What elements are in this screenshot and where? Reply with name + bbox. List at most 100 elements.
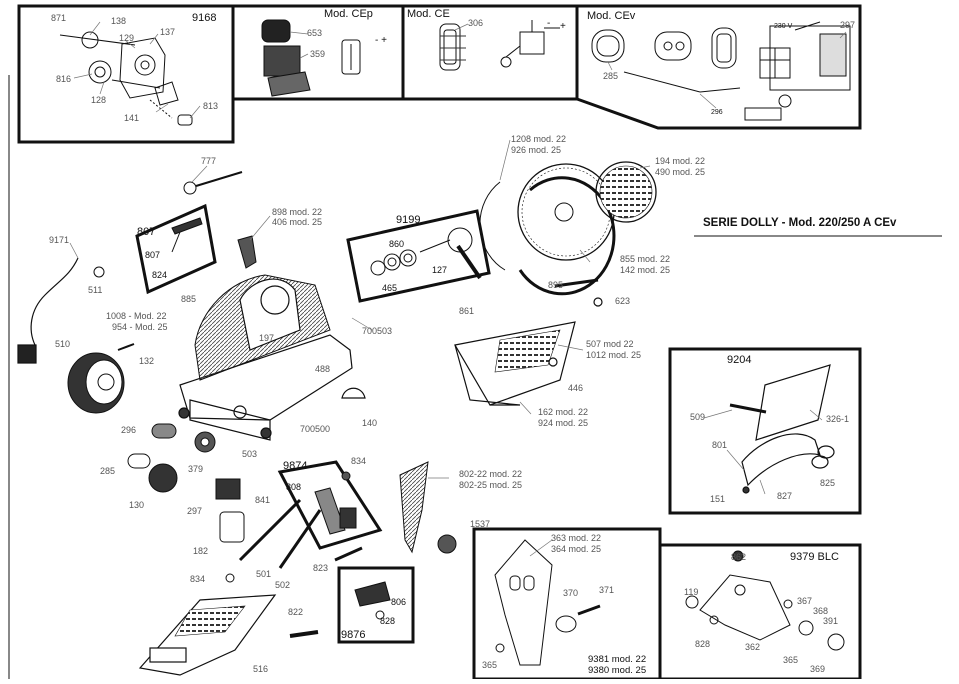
part-label: 367: [797, 596, 813, 606]
part-label: 653: [307, 28, 323, 38]
part-label: 700500: [300, 424, 331, 434]
pusher-9874: [225, 487, 357, 583]
knob-777: [183, 171, 243, 195]
ce-plus: +: [560, 21, 566, 32]
part-label: 503: [242, 449, 258, 459]
ce-switch-assembly: [439, 20, 560, 71]
part-label: 296: [121, 425, 137, 435]
part-label: 861: [459, 306, 475, 316]
part-label: 828: [695, 639, 711, 649]
cover-802: [399, 461, 429, 554]
part-label: 359: [310, 49, 326, 59]
part-label: 138: [111, 16, 127, 26]
part-label: 510: [55, 339, 71, 349]
box-9204: [668, 347, 862, 515]
box-9874: [277, 460, 383, 550]
part-label: 1008 - Mod. 22: [106, 311, 167, 321]
box-9199: [346, 209, 491, 303]
box-9168-title: 9168: [192, 12, 217, 24]
blade-guard-ring: [479, 176, 616, 296]
box-9876-title: 9876: [341, 629, 366, 641]
part-label: 446: [568, 383, 584, 393]
part-label: 623: [615, 296, 631, 306]
clip-9876: [354, 581, 391, 620]
part-label: 924 mod. 25: [538, 418, 589, 428]
gearbox-assembly: [59, 31, 193, 126]
part-label: 365: [482, 660, 498, 670]
part-label: 700503: [362, 326, 393, 336]
box-9876: [337, 566, 415, 644]
part-label: 197: [259, 333, 275, 343]
part-label: 371: [599, 585, 615, 595]
box-9381-line1: 9381 mod. 22: [588, 654, 647, 665]
blade-cover-grid: [595, 161, 657, 223]
part-label: 119: [684, 587, 699, 597]
part-label: 502: [275, 580, 291, 590]
part-label: 297: [187, 506, 203, 516]
part-label: 807: [145, 250, 161, 260]
part-label: 141: [124, 113, 140, 123]
part-label: 802-22 mod. 22: [459, 469, 523, 479]
part-label: 140: [362, 418, 378, 428]
carriage-507: [454, 278, 603, 406]
part-label: 285: [603, 71, 619, 81]
bracket-898: [237, 235, 257, 269]
part-label: 816: [56, 74, 72, 84]
part-label: 827: [777, 491, 793, 501]
box-9381-line2: 9380 mod. 25: [588, 665, 647, 676]
part-label: 1537: [470, 519, 491, 529]
part-label: 511: [88, 285, 103, 295]
part-label: 808: [286, 482, 302, 492]
box-9874-title: 9874: [283, 460, 308, 472]
series-title: SERIE DOLLY - Mod. 220/250 A CEv: [703, 217, 897, 229]
box-9379-title: 9379 BLC: [790, 551, 839, 563]
part-label: 128: [91, 95, 107, 105]
part-label: 465: [382, 283, 398, 293]
part-label: 954 - Mod. 25: [112, 322, 168, 332]
part-label: 841: [255, 495, 271, 505]
part-label: 306: [468, 18, 484, 28]
bar-823: [334, 546, 363, 562]
part-label: 151: [710, 494, 726, 504]
part-label: 391: [823, 616, 839, 626]
cev-voltage: 230 V: [774, 23, 793, 30]
part-label: 822: [288, 607, 304, 617]
box-9204-title: 9204: [727, 354, 752, 366]
part-label: 871: [51, 13, 67, 23]
part-label: 297: [840, 20, 856, 30]
part-label: 501: [256, 569, 272, 579]
part-label: 509: [690, 412, 706, 422]
box-cep-title: Mod. CEp: [324, 8, 373, 20]
box-cev-title: Mod. CEv: [587, 10, 636, 22]
part-label: 362: [745, 642, 761, 652]
nut-511: [93, 266, 105, 278]
part-label: 365: [783, 655, 799, 665]
part-label: 285: [100, 466, 116, 476]
part-label: 507 mod 22: [586, 339, 634, 349]
shaft-assembly-9199: [370, 227, 482, 280]
part-label: 127: [432, 265, 448, 275]
holder-9381: [494, 539, 601, 666]
part-label: 363 mod. 22: [551, 533, 602, 543]
part-label: 142 mod. 25: [620, 265, 671, 275]
slicer-body: [178, 274, 366, 441]
part-label: 162 mod. 22: [538, 407, 589, 417]
part-label: 137: [160, 27, 176, 37]
part-label: 802-25 mod. 25: [459, 480, 523, 490]
motor-510: [67, 352, 125, 414]
pin-132: [117, 343, 135, 351]
part-label: 364 mod. 25: [551, 544, 602, 554]
part-label: 296: [711, 109, 723, 116]
part-label: 834: [351, 456, 367, 466]
box-807: [135, 203, 217, 295]
part-label: 824: [152, 270, 168, 280]
part-label: 801: [712, 440, 728, 450]
part-label: 855 mod. 22: [620, 254, 671, 264]
part-label: 488: [315, 364, 331, 374]
part-label: 368: [813, 606, 829, 616]
part-label: 379: [188, 464, 204, 474]
screw-834: [341, 471, 351, 481]
arm-9204: [729, 364, 835, 494]
